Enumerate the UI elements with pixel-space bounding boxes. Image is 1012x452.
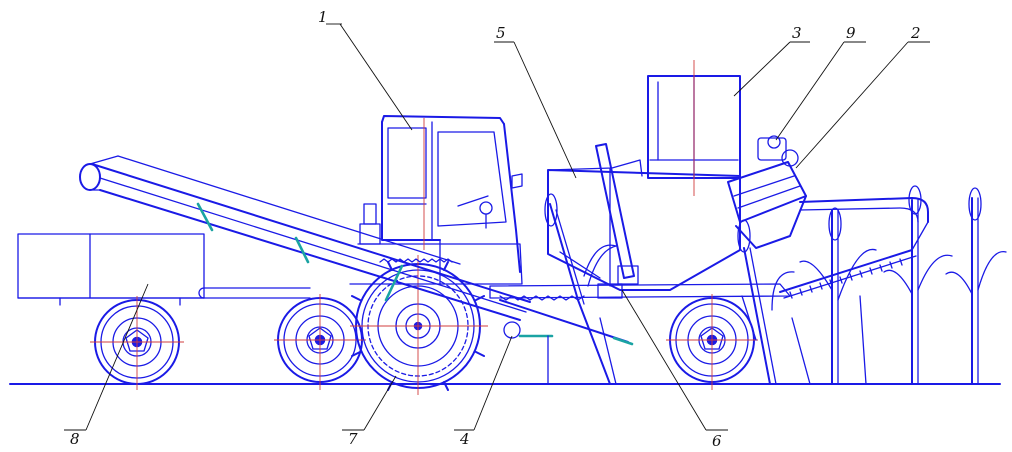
callout-4: 4 xyxy=(454,335,513,448)
callout-label-6: 6 xyxy=(712,432,722,450)
callout-label-3: 3 xyxy=(792,24,802,42)
callout-6: 6 xyxy=(621,289,728,450)
callout-5: 5 xyxy=(494,24,577,179)
callout-8: 8 xyxy=(64,283,149,448)
callout-label-9: 9 xyxy=(846,24,856,42)
callout-label-8: 8 xyxy=(70,430,80,448)
tractor-front-wheel xyxy=(274,294,366,390)
machine-rear-wheel xyxy=(666,294,758,390)
callout-1: 1 xyxy=(318,8,413,131)
corn-plants xyxy=(544,185,1007,385)
callout-label-2: 2 xyxy=(910,24,921,42)
callout-label-5: 5 xyxy=(496,24,506,42)
callout-7: 7 xyxy=(342,375,397,448)
tractor-rear-wheel xyxy=(350,255,488,395)
tractor-cab xyxy=(349,115,523,285)
callout-2: 2 xyxy=(795,24,930,169)
callout-label-1: 1 xyxy=(318,8,328,26)
unloading-conveyor xyxy=(79,155,554,385)
callout-label-4: 4 xyxy=(459,430,470,448)
hopper xyxy=(547,143,741,291)
callout-3: 3 xyxy=(733,24,810,97)
callout-9: 9 xyxy=(775,24,866,141)
grain-tank xyxy=(647,60,741,196)
callout-label-7: 7 xyxy=(348,430,358,448)
chassis xyxy=(489,283,791,346)
trailer xyxy=(17,233,311,390)
